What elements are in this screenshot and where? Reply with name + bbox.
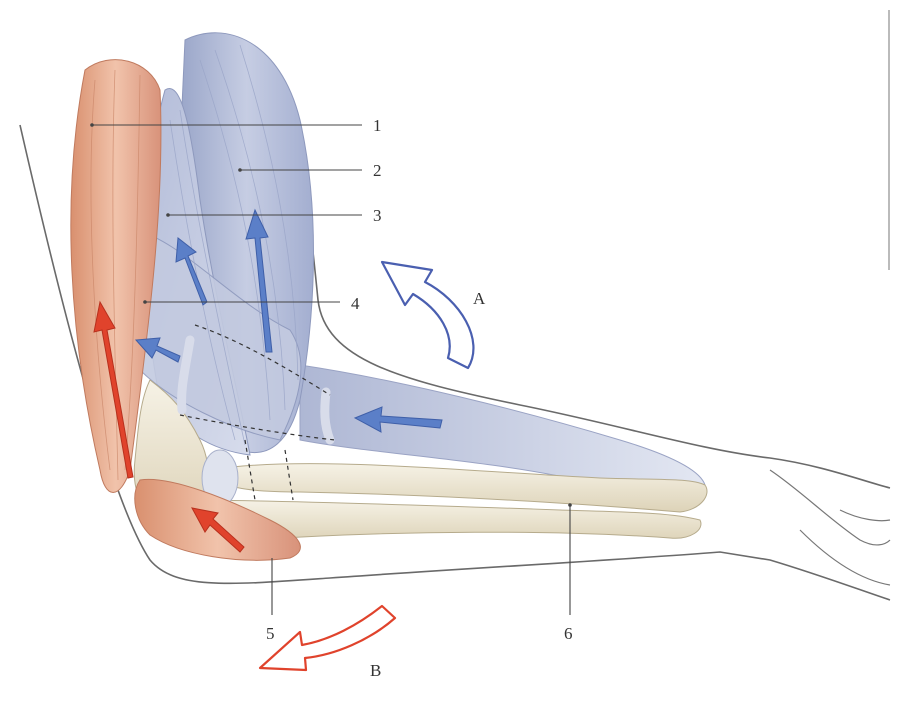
label-1: 1	[373, 117, 382, 134]
label-3: 3	[373, 207, 382, 224]
label-5: 5	[266, 625, 275, 642]
tendon-band-right	[325, 392, 330, 440]
label-4: 4	[351, 295, 360, 312]
label-a: A	[473, 290, 485, 307]
curved-arrow-icon-blue	[382, 262, 473, 368]
label-b: B	[370, 662, 381, 679]
hand-outline	[770, 470, 890, 585]
label-6: 6	[564, 625, 573, 642]
label-2: 2	[373, 162, 382, 179]
